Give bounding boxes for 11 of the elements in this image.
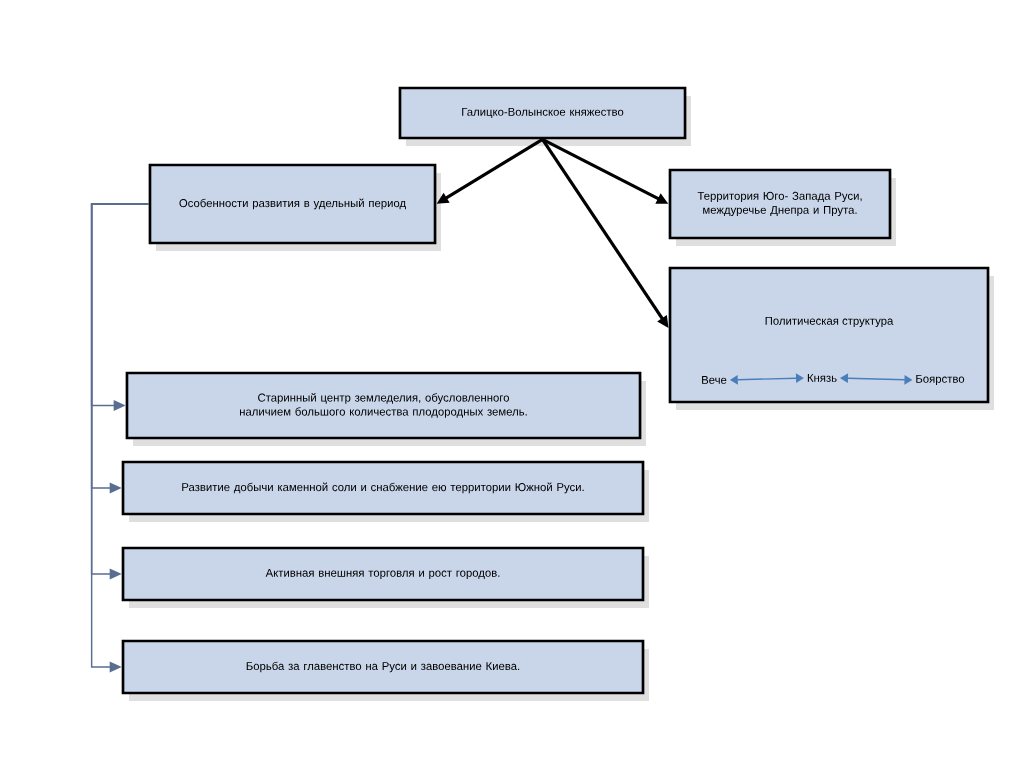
process-box: Галицко-Волынское княжество bbox=[398, 86, 691, 146]
structure-label: Боярство bbox=[916, 374, 965, 386]
process-box: Старинный центр земледелия, обусловленного наличием большого количества плодородных земель. bbox=[125, 371, 646, 446]
process-box: Активная внешняя торговля и рост городов. bbox=[121, 546, 649, 608]
process-box: Территория Юго- Запада Руси, междуречье Днепра и Прута. bbox=[668, 168, 896, 246]
bracket-arrow bbox=[90, 203, 150, 673]
structure-label: Князь bbox=[807, 374, 837, 382]
process-box: Борьба за главенство на Руси и завоевание Киева. bbox=[121, 639, 649, 701]
process-box: Особенности развития в удельный период bbox=[148, 163, 441, 251]
process-box: Развитие добычи каменной соли и снабжение ею территории Южной Руси. bbox=[121, 460, 649, 522]
structure-label: Вече bbox=[702, 376, 727, 384]
